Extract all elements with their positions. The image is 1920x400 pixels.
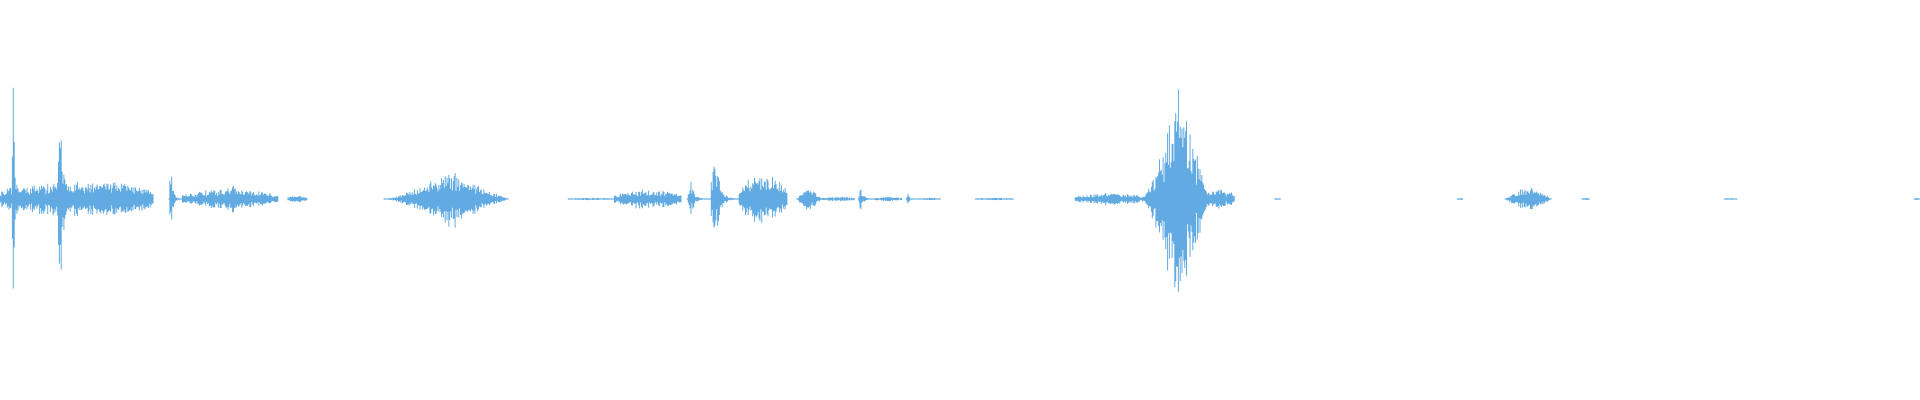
waveform-trace	[1723, 198, 1738, 200]
waveform-segment-seg-09	[383, 172, 509, 228]
waveform-trace	[857, 189, 876, 210]
waveform-segment-seg-10	[567, 197, 615, 201]
waveform-trace	[168, 176, 183, 220]
waveform-trace	[383, 172, 509, 228]
waveform-trace	[905, 194, 918, 204]
waveform-trace	[1581, 198, 1590, 201]
waveform-trace	[875, 196, 903, 202]
waveform-trace	[1456, 198, 1464, 200]
waveform-trace	[917, 197, 941, 201]
waveform-trace	[1141, 89, 1210, 293]
waveform-trace	[738, 176, 788, 223]
waveform-segment-seg-05	[168, 176, 183, 220]
waveform-trace	[220, 186, 242, 213]
waveform-segment-seg-17	[857, 189, 876, 210]
waveform-segment-seg-11	[613, 189, 682, 209]
waveform-segment-seg-26	[1456, 198, 1464, 200]
waveform-segment-seg-18	[875, 196, 903, 202]
waveform-trace	[613, 189, 682, 209]
waveform-trace	[68, 182, 154, 215]
waveform-trace	[821, 196, 855, 202]
waveform-segment-seg-30	[1913, 197, 1920, 200]
waveform-segment-seg-14	[738, 176, 788, 223]
waveform-trace	[1074, 193, 1145, 206]
waveform-trace	[11, 87, 23, 289]
waveform-trace	[1274, 198, 1281, 200]
waveform-segment-seg-19	[905, 194, 918, 204]
waveform-segment-seg-21	[974, 197, 1014, 201]
waveform-trace	[796, 190, 822, 210]
waveform-segment-seg-02	[11, 87, 23, 289]
waveform-trace	[974, 197, 1014, 201]
waveform-segment-seg-13	[709, 166, 740, 228]
waveform-segment-seg-16	[821, 196, 855, 202]
waveform-trace	[686, 181, 711, 215]
waveform-segment-seg-29	[1723, 198, 1738, 200]
waveform-segment-seg-04	[68, 182, 154, 215]
waveform-trace	[1199, 189, 1235, 209]
waveform-segment-seg-12	[686, 181, 711, 215]
waveform-segment-seg-23	[1141, 89, 1210, 293]
waveform-segment-seg-08	[287, 196, 308, 203]
waveform-segment-seg-27	[1504, 187, 1552, 210]
waveform-segment-seg-15	[796, 190, 822, 210]
waveform-segment-seg-07	[220, 186, 242, 213]
waveform-trace	[709, 166, 740, 228]
waveform-trace	[1504, 187, 1552, 210]
waveform-trace	[567, 197, 615, 201]
waveform-segment-seg-25	[1274, 198, 1281, 200]
waveform-segment-seg-24	[1199, 189, 1235, 209]
waveform-segment-seg-28	[1581, 198, 1590, 201]
waveform-trace	[287, 196, 308, 203]
waveform-segment-seg-22	[1074, 193, 1145, 206]
waveform-trace	[1913, 197, 1920, 200]
waveform-segment-seg-20	[917, 197, 941, 201]
